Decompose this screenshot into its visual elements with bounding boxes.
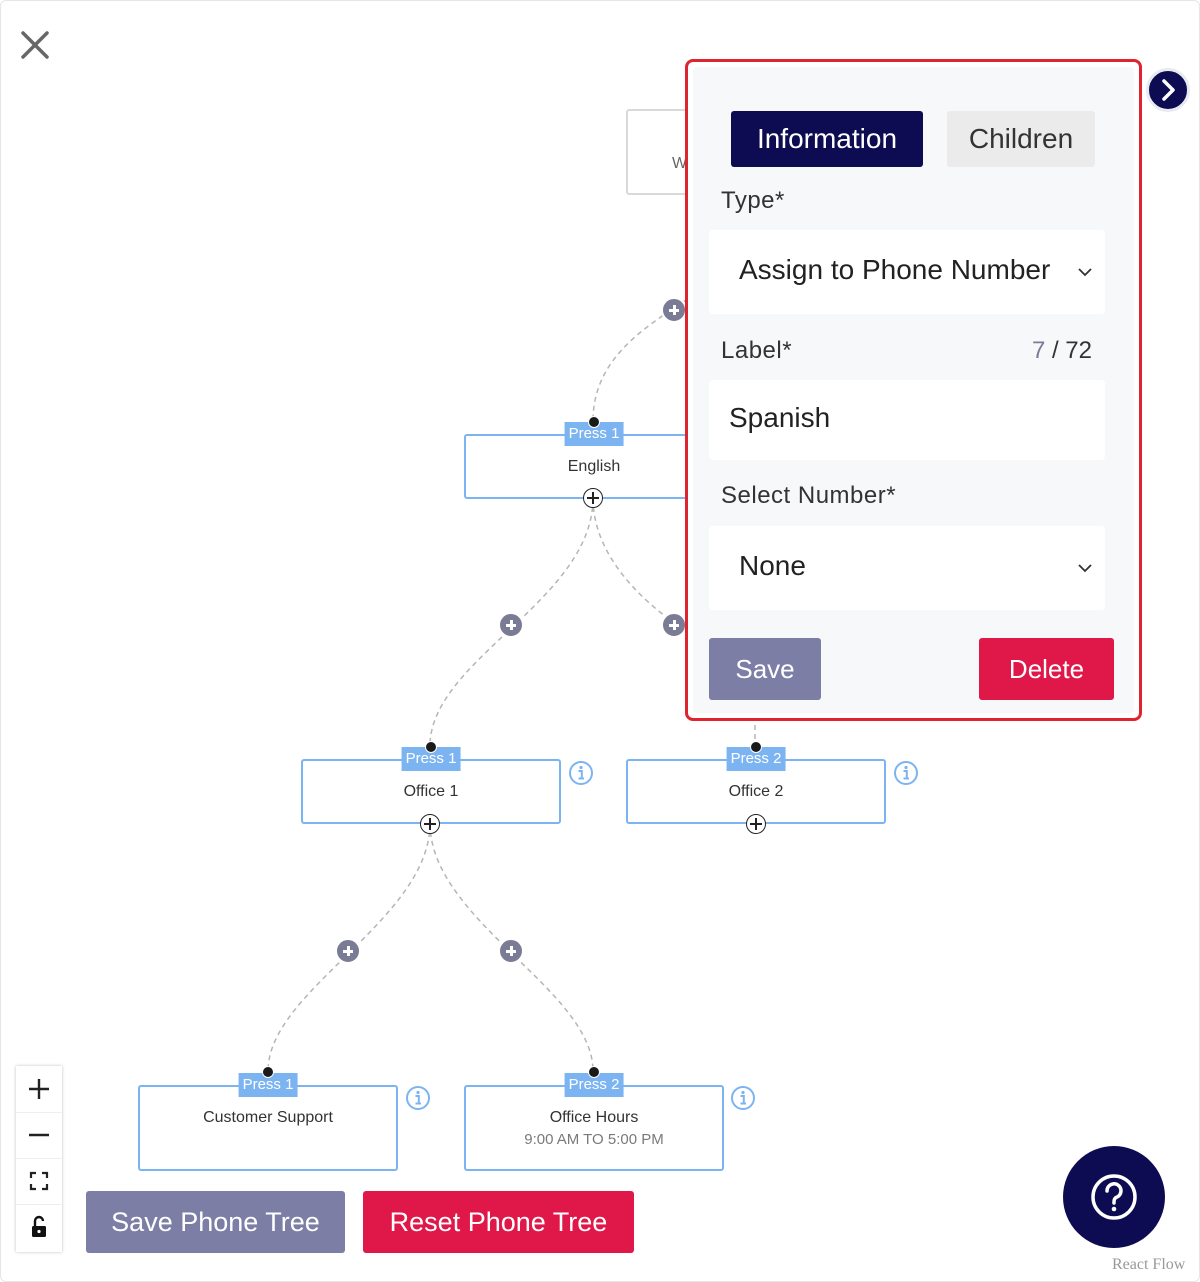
add-child-button[interactable]: [583, 488, 603, 508]
node-title: Customer Support: [203, 1109, 333, 1126]
info-icon[interactable]: [893, 760, 919, 786]
collapse-panel-button[interactable]: [1146, 68, 1190, 112]
help-button[interactable]: [1063, 1146, 1165, 1248]
info-icon[interactable]: [568, 760, 594, 786]
node-handle: [588, 416, 600, 428]
tab-information[interactable]: Information: [731, 111, 923, 167]
label-label: Label*: [721, 337, 793, 364]
label-char-count: 7: [1031, 337, 1046, 364]
panel-body: Information Children Type* Assign to Pho…: [693, 67, 1134, 713]
close-icon[interactable]: [18, 28, 52, 62]
node-title: English: [567, 458, 621, 475]
help-icon: [1091, 1174, 1137, 1220]
add-child-button[interactable]: [420, 814, 440, 834]
tree-node-customer-support[interactable]: Press 1 Customer Support: [138, 1073, 398, 1171]
tree-node-office-hours[interactable]: Press 2 Office Hours 9:00 AM TO 5:00 PM: [464, 1073, 724, 1171]
chevron-down-icon: [1078, 564, 1092, 573]
select-number-label: Select Number*: [721, 482, 897, 509]
flow-controls: [16, 1066, 62, 1252]
type-select[interactable]: Assign to Phone Number: [709, 230, 1105, 314]
delete-node-button[interactable]: Delete: [979, 638, 1114, 700]
node-title: Office Hours: [549, 1109, 639, 1126]
minus-icon: [29, 1133, 49, 1137]
label-char-max: / 72: [1051, 337, 1092, 364]
node-subtitle: 9:00 AM TO 5:00 PM: [524, 1131, 664, 1148]
react-flow-attribution[interactable]: React Flow: [1112, 1256, 1186, 1273]
zoom-in-button[interactable]: [16, 1066, 62, 1113]
select-number-value: None: [739, 550, 806, 581]
type-label: Type*: [721, 187, 785, 214]
node-handle: [262, 1066, 274, 1078]
info-icon[interactable]: [405, 1085, 431, 1111]
tree-node-office-1[interactable]: Press 1 Office 1: [301, 747, 561, 824]
edge-add-button[interactable]: [498, 938, 524, 964]
label-char-counter: 7 / 72: [1032, 337, 1092, 365]
tab-children[interactable]: Children: [947, 111, 1095, 167]
zoom-out-button[interactable]: [16, 1112, 62, 1159]
edge-add-button[interactable]: [335, 938, 361, 964]
save-phone-tree-button[interactable]: Save Phone Tree: [86, 1191, 345, 1253]
node-handle: [750, 741, 762, 753]
label-input[interactable]: Spanish: [709, 380, 1105, 460]
fit-view-icon: [29, 1171, 49, 1191]
chevron-right-icon: [1162, 79, 1175, 101]
fit-view-button[interactable]: [16, 1158, 62, 1205]
node-title: Office 2: [728, 783, 784, 800]
reset-phone-tree-button[interactable]: Reset Phone Tree: [363, 1191, 634, 1253]
edge-add-button[interactable]: [661, 297, 687, 323]
toggle-lock-button[interactable]: [16, 1204, 62, 1250]
chevron-down-icon: [1078, 268, 1092, 277]
select-number-dropdown[interactable]: None: [709, 526, 1105, 610]
root-node-text: W: [672, 155, 688, 172]
unlock-icon: [32, 1215, 46, 1237]
tree-node-office-2[interactable]: Press 2 Office 2: [626, 747, 886, 824]
label-input-value: Spanish: [729, 402, 831, 433]
edge-add-button[interactable]: [661, 612, 687, 638]
save-node-button[interactable]: Save: [709, 638, 821, 700]
edge-root-english: [592, 289, 701, 422]
node-edit-panel: Information Children Type* Assign to Pho…: [685, 59, 1142, 721]
node-title: Office 1: [403, 783, 459, 800]
info-icon[interactable]: [730, 1085, 756, 1111]
plus-icon: [29, 1079, 49, 1099]
node-key-tag: Press 2: [726, 747, 786, 771]
type-select-value: Assign to Phone Number: [739, 254, 1051, 285]
edge-add-button[interactable]: [498, 612, 524, 638]
add-child-button[interactable]: [746, 814, 766, 834]
node-handle: [425, 741, 437, 753]
node-handle: [588, 1066, 600, 1078]
